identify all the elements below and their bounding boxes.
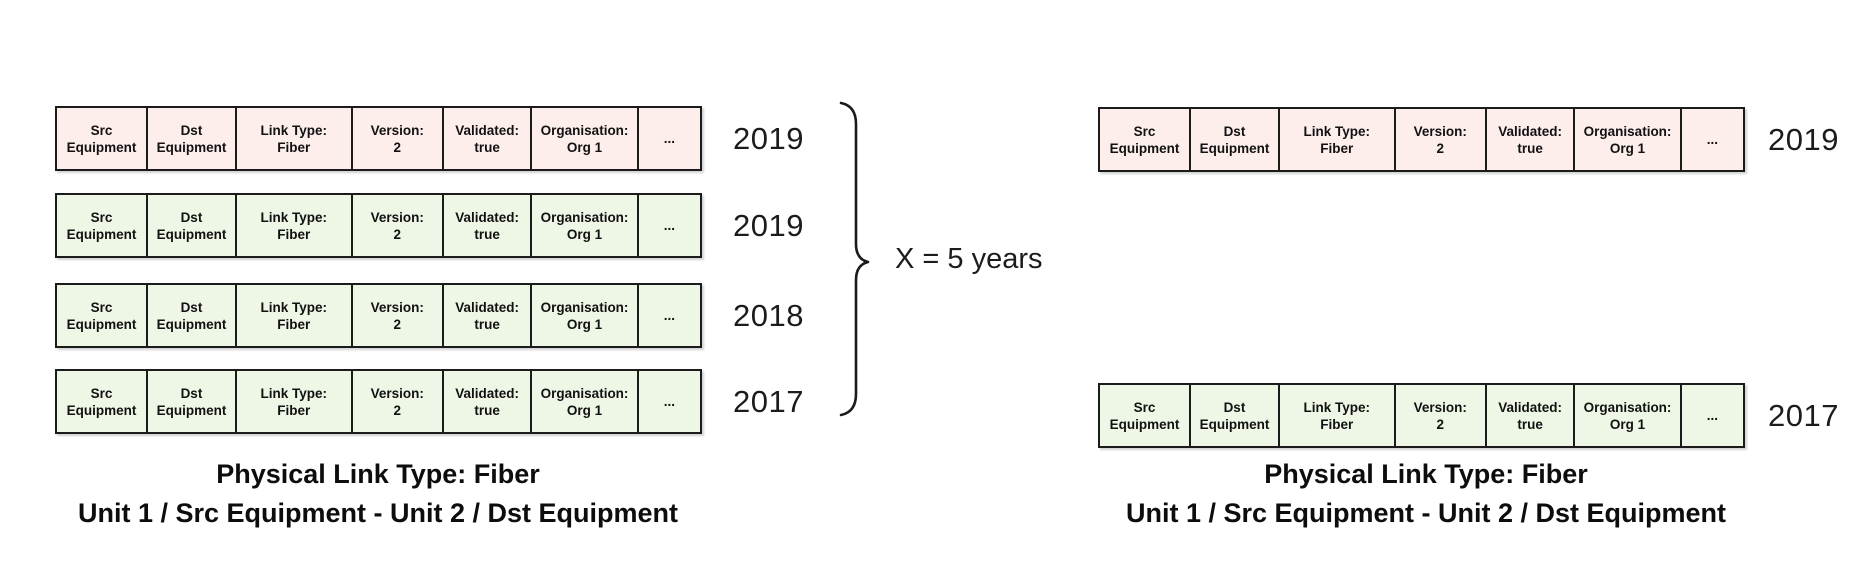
cell-more: ... xyxy=(636,195,700,256)
cell-organisation: Organisation: Org 1 xyxy=(530,285,636,346)
cell-dst-equipment: Dst Equipment xyxy=(146,108,235,169)
year-label: 2018 xyxy=(733,298,804,333)
cell-more: ... xyxy=(1679,109,1743,170)
cell-dst-equipment: Dst Equipment xyxy=(1189,109,1278,170)
cell-organisation: Organisation: Org 1 xyxy=(530,195,636,256)
cell-src-equipment: Src Equipment xyxy=(1109,399,1180,432)
curly-brace xyxy=(839,101,870,417)
cell-version: Version: 2 xyxy=(1393,385,1485,446)
brace-label: X = 5 years xyxy=(895,243,1043,275)
cell-organisation: Organisation: Org 1 xyxy=(1573,109,1679,170)
cell-dst-equipment: Dst Equipment xyxy=(146,195,235,256)
year-label: 2019 xyxy=(733,208,804,243)
cell-more: ... xyxy=(636,285,700,346)
left-caption-line2: Unit 1 / Src Equipment - Unit 2 / Dst Eq… xyxy=(77,498,679,528)
cell-version: Version: 2 xyxy=(350,108,442,169)
cell-version: Version: 2 xyxy=(350,285,442,346)
cell-dst-equipment: Dst Equipment xyxy=(146,371,235,432)
right-caption: Physical Link Type: Fiber Unit 1 / Src E… xyxy=(1076,455,1776,533)
cell-validated: Validated: true xyxy=(441,195,531,256)
right-caption-line1: Physical Link Type: Fiber xyxy=(1264,459,1588,489)
cell-link-type: Link Type: Fiber xyxy=(1277,385,1394,446)
cell-version: Version: 2 xyxy=(350,195,442,256)
cell-link-type: Link Type: Fiber xyxy=(234,371,351,432)
cell-src-equipment: Src Equipment xyxy=(66,122,137,155)
cell-validated: Validated: true xyxy=(441,108,531,169)
year-label: 2017 xyxy=(733,384,804,419)
cell-src-equipment: Src Equipment xyxy=(66,209,137,242)
cell-validated: Validated: true xyxy=(1484,385,1574,446)
cell-organisation: Organisation: Org 1 xyxy=(530,371,636,432)
cell-organisation: Organisation: Org 1 xyxy=(530,108,636,169)
cell-validated: Validated: true xyxy=(1484,109,1574,170)
cell-validated: Validated: true xyxy=(441,371,531,432)
year-label: 2019 xyxy=(1768,122,1839,157)
cell-more: ... xyxy=(636,371,700,432)
cell-version: Version: 2 xyxy=(350,371,442,432)
cell-version: Version: 2 xyxy=(1393,109,1485,170)
year-label: 2017 xyxy=(1768,398,1839,433)
left-caption: Physical Link Type: Fiber Unit 1 / Src E… xyxy=(28,455,728,533)
cell-link-type: Link Type: Fiber xyxy=(1277,109,1394,170)
cell-src-equipment: Src Equipment xyxy=(66,299,137,332)
right-caption-line2: Unit 1 / Src Equipment - Unit 2 / Dst Eq… xyxy=(1125,498,1727,528)
cell-dst-equipment: Dst Equipment xyxy=(1189,385,1278,446)
cell-src-equipment: Src Equipment xyxy=(66,385,137,418)
cell-organisation: Organisation: Org 1 xyxy=(1573,385,1679,446)
cell-src-equipment: Src Equipment xyxy=(1109,123,1180,156)
cell-dst-equipment: Dst Equipment xyxy=(146,285,235,346)
year-label: 2019 xyxy=(733,121,804,156)
cell-more: ... xyxy=(1679,385,1743,446)
cell-link-type: Link Type: Fiber xyxy=(234,195,351,256)
cell-more: ... xyxy=(636,108,700,169)
cell-link-type: Link Type: Fiber xyxy=(234,285,351,346)
left-caption-line1: Physical Link Type: Fiber xyxy=(216,459,540,489)
cell-link-type: Link Type: Fiber xyxy=(234,108,351,169)
cell-validated: Validated: true xyxy=(441,285,531,346)
